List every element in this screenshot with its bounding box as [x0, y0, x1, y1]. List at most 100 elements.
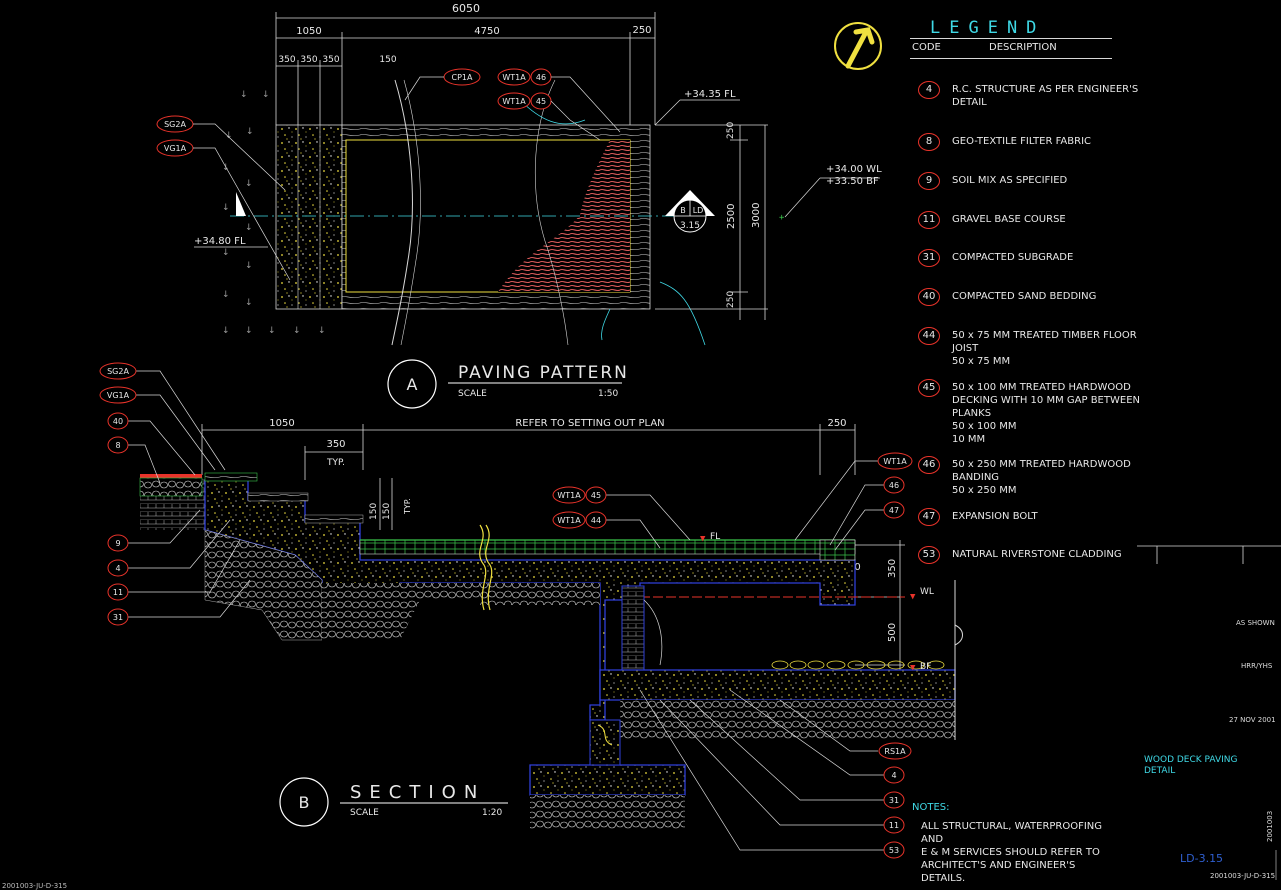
tag-sg2a-plan: SG2A [164, 120, 186, 129]
plan-section-arrow [236, 192, 246, 216]
section-title: B SECTION SCALE 1:20 [279, 777, 508, 827]
sec-dim-1050: 1050 [269, 418, 294, 429]
plan-decking-pattern [498, 140, 630, 292]
legend-desc-header: DESCRIPTION [989, 42, 1057, 53]
sec-tag-vg1a: VG1A [107, 391, 130, 400]
level-bf: +33.50 BF [826, 176, 879, 187]
title-block-ref: 2001003-JU-D-315 [1210, 872, 1276, 880]
section-title-scale-label: SCALE [350, 808, 379, 818]
footer-filename: 2001003-JU-D-315 [2, 882, 68, 890]
section-mark: B LD 3.15 [665, 190, 715, 233]
legend-desc: 50 x 100 MM TREATED HARDWOOD DECKING WIT… [952, 382, 1140, 445]
svg-text:↓: ↓ [222, 290, 230, 300]
tag-46-plan: 46 [536, 73, 546, 82]
section-title-name: SECTION [350, 782, 485, 803]
north-arrow-icon [834, 22, 882, 70]
legend-desc: 50 x 250 MM TREATED HARDWOOD BANDING 50 … [952, 459, 1131, 496]
legend-code: 45 [918, 379, 940, 397]
sec-level-wl: WL [920, 587, 934, 597]
level-fl-top: +34.35 FL [684, 89, 736, 100]
sec-dim-250: 250 [827, 418, 846, 429]
level-wl: +34.00 WL [826, 164, 882, 175]
sec-tag-4-bottom: 4 [891, 771, 896, 780]
sec-tag-wt1a-mid-2: WT1A [557, 516, 581, 525]
sec-dim-500-vert: 500 [887, 623, 898, 642]
sec-tag-9: 9 [115, 539, 120, 548]
sec-deck [359, 539, 856, 555]
title-block-drawn: HRR/YHS [1241, 662, 1273, 670]
plan-gravel-strip [275, 124, 343, 310]
sec-tag-11: 11 [113, 588, 123, 597]
sec-tag-31: 31 [113, 613, 123, 622]
tag-45-plan: 45 [536, 97, 546, 106]
sec-tag-4: 4 [115, 564, 120, 573]
plan-title-name: PAVING PATTERN [458, 363, 629, 383]
legend-code-header: CODE [912, 42, 941, 53]
section-mark-ld: LD [693, 206, 704, 215]
legend-desc: SOIL MIX AS SPECIFIED [952, 175, 1068, 186]
legend-code: 4 [918, 81, 940, 99]
legend-desc: EXPANSION BOLT [952, 511, 1038, 522]
legend-desc: GRAVEL BASE COURSE [952, 214, 1066, 225]
sec-dim-350: 350 [326, 439, 345, 450]
plan-title-letter: A [407, 375, 418, 394]
sec-dim-150-a: 150 [369, 503, 379, 520]
svg-text:↓: ↓ [318, 326, 326, 336]
legend-code: 46 [918, 456, 940, 474]
legend-desc: COMPACTED SAND BEDDING [952, 291, 1097, 302]
svg-text:↓: ↓ [222, 163, 230, 173]
svg-text:↓: ↓ [245, 179, 253, 189]
sec-tag-rs1a: RS1A [884, 747, 906, 756]
legend-rule-top [910, 38, 1112, 39]
plan-title-scale-label: SCALE [458, 389, 487, 399]
sec-tag-wt1a-right: WT1A [883, 457, 907, 466]
dim-overall: 6050 [452, 2, 480, 15]
plan-title: A PAVING PATTERN SCALE 1:50 [387, 359, 629, 409]
dim-right-250-top: 250 [726, 122, 736, 139]
svg-text:↓: ↓ [293, 326, 301, 336]
drawing-title: WOOD DECK PAVING DETAIL [1144, 755, 1238, 776]
legend-desc: 50 x 75 MM TREATED TIMBER FLOOR JOIST 50… [952, 330, 1137, 367]
sec-tag-11-bottom: 11 [889, 821, 899, 830]
legend-code: 31 [918, 249, 940, 267]
dim-4750: 4750 [474, 26, 499, 37]
legend-desc: GEO-TEXTILE FILTER FABRIC [952, 136, 1091, 147]
notes-body: ALL STRUCTURAL, WATERPROOFING AND E & M … [921, 821, 1103, 884]
sec-tag-8: 8 [115, 441, 120, 450]
legend-code: 11 [918, 211, 940, 229]
sec-pond-gravel [620, 700, 955, 740]
dim-right-2500: 2500 [726, 204, 737, 229]
plan-view: 6050 1050 4750 250 350 350 350 150 ↓↓ ↓↓… [156, 2, 882, 409]
drawing-number: LD-3.15 [1180, 852, 1224, 865]
legend-rule-bottom [910, 58, 1112, 59]
section-mark-b: B [680, 206, 686, 215]
level-fl-left: +34.80 FL [194, 236, 246, 247]
legend-desc: R.C. STRUCTURE AS PER ENGINEER'S DETAIL [952, 84, 1139, 108]
plan-tags: SG2A VG1A CP1A WT1A 46 WT1A 45 [156, 68, 621, 281]
section-mark-sheet: 3.15 [680, 221, 700, 231]
sec-level-fl: FL [710, 532, 720, 542]
tag-wt1a-plan-2: WT1A [502, 97, 526, 106]
svg-text:↓: ↓ [222, 326, 230, 336]
svg-text:↓: ↓ [240, 90, 248, 100]
sec-pond-slab [599, 669, 956, 701]
sec-tag-46: 46 [889, 481, 899, 490]
sec-tag-sg2a: SG2A [107, 367, 129, 376]
sec-level-bf: BF [920, 662, 931, 672]
dim-right-250-bottom: 250 [726, 291, 736, 308]
legend-code: 8 [918, 133, 940, 151]
legend-desc: NATURAL RIVERSTONE CLADDING [952, 549, 1122, 560]
svg-text:▼: ▼ [700, 534, 706, 544]
sec-tag-45: 45 [591, 491, 601, 500]
legend-code: 9 [918, 172, 940, 190]
tag-wt1a-plan-1: WT1A [502, 73, 526, 82]
title-block-scale: AS SHOWN [1236, 619, 1275, 627]
dim-150: 150 [379, 55, 396, 65]
sec-dim-refer: REFER TO SETTING OUT PLAN [515, 418, 664, 429]
svg-text:↓: ↓ [245, 298, 253, 308]
sec-dim-350-vert: 350 [887, 559, 898, 578]
legend-code: 53 [918, 546, 940, 564]
dim-1050: 1050 [296, 26, 321, 37]
legend-code: 40 [918, 288, 940, 306]
